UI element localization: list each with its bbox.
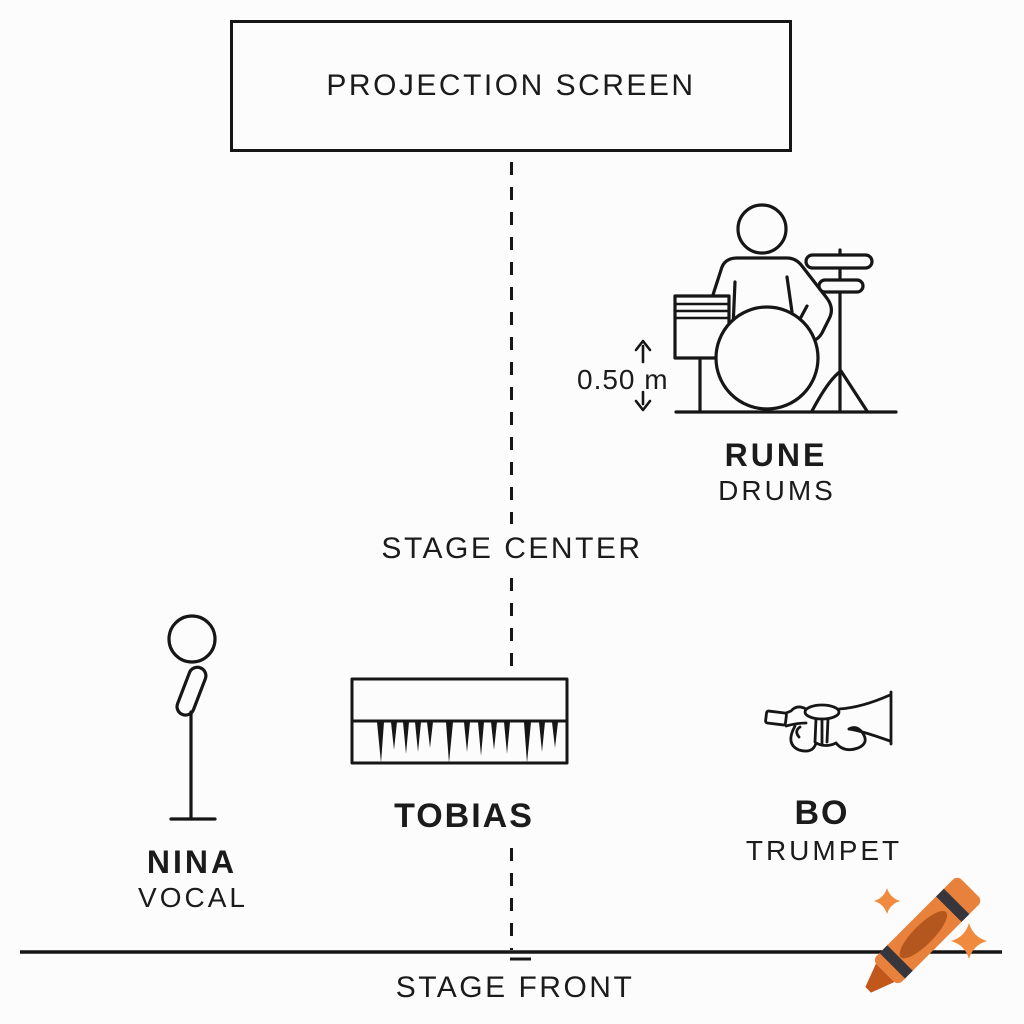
performer-name-rune: RUNE [724,437,828,473]
performer-role-nina: VOCAL [138,882,248,913]
projection-screen-box: PROJECTION SCREEN [230,20,792,152]
sparkle-icon [874,888,900,914]
trumpet-icon [764,690,893,753]
vertical-double-arrow-icon [634,339,652,412]
sparkle-icon [951,923,987,959]
stage-front-label: STAGE FRONT [395,971,635,1004]
keyboard-icon [350,677,569,765]
performer-role-bo: TRUMPET [745,835,903,866]
performer-name-nina: NINA [146,844,238,880]
performer-name-tobias: TOBIAS [394,797,534,835]
crayon-icon [865,877,987,993]
drummer-icon [673,203,898,414]
performer-name-bo: BO [794,794,850,832]
projection-screen-label: PROJECTION SCREEN [326,69,696,102]
measurement-label: 0.50 m [577,364,669,395]
mic-stand-icon [167,614,217,821]
stage-center-label: STAGE CENTER [381,532,643,565]
performer-role-rune: DRUMS [718,475,836,506]
